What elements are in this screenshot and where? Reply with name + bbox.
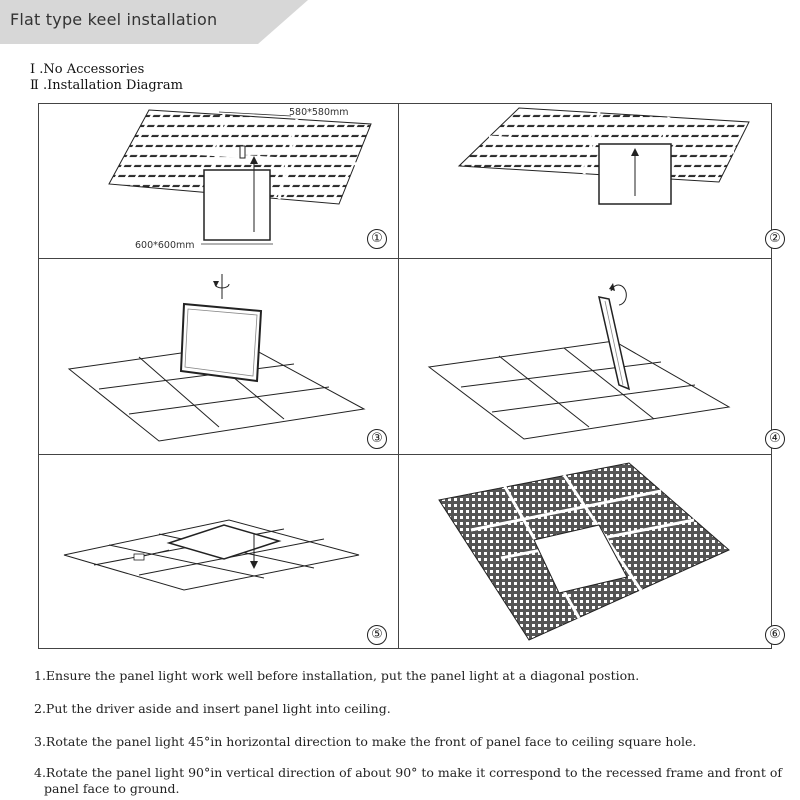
step-number-badge: ⑥ xyxy=(765,625,785,645)
step-number-badge: ② xyxy=(765,229,785,249)
instruction-step-1: 1.Ensure the panel light work well befor… xyxy=(34,668,640,683)
dimension-label-bottom: 600*600mm xyxy=(135,240,195,251)
step-number-badge: ④ xyxy=(765,429,785,449)
diagram-step-3: ③ xyxy=(39,259,398,454)
ceiling-with-panel-diagonal-illustration: 580*580mm 600*600mm xyxy=(108,107,372,251)
diagram-step-1: 580*580mm 600*600mm ① xyxy=(39,104,398,258)
instruction-step-4: 4.Rotate the panel light 90°in vertical … xyxy=(34,765,783,780)
step-number-badge: ⑤ xyxy=(367,625,387,645)
grid-divider xyxy=(39,258,771,259)
step-number-badge: ③ xyxy=(367,429,387,449)
installed-panel-in-ceiling-illustration xyxy=(438,462,730,641)
diagram-step-4: ④ xyxy=(399,259,785,454)
diagram-step-5: ⑤ xyxy=(39,455,398,650)
step-number-badge: ① xyxy=(367,229,387,249)
header-band xyxy=(0,0,308,44)
rotate-panel-vertical-illustration xyxy=(427,283,731,440)
instruction-step-2: 2.Put the driver aside and insert panel … xyxy=(34,701,391,716)
lower-panel-into-frame-illustration xyxy=(63,519,360,591)
instruction-step-3: 3.Rotate the panel light 45°in horizonta… xyxy=(34,734,697,749)
diagram-step-2: ② xyxy=(399,104,785,258)
grid-divider xyxy=(39,454,771,455)
section-installation-diagram: Ⅱ .Installation Diagram xyxy=(30,78,183,93)
dimension-label-top: 580*580mm xyxy=(289,107,349,118)
panel-inserted-into-ceiling-illustration xyxy=(457,107,750,205)
diagram-step-6: ⑥ xyxy=(399,455,785,650)
rotate-panel-horizontal-illustration xyxy=(67,274,366,442)
section-accessories: Ⅰ .No Accessories xyxy=(30,62,145,77)
instruction-step-4-continued: panel face to ground. xyxy=(44,781,180,796)
grid-divider xyxy=(398,104,399,648)
installation-diagram-grid: 580*580mm 600*600mm ① ② xyxy=(38,103,785,650)
page-title: Flat type keel installation xyxy=(10,10,218,29)
